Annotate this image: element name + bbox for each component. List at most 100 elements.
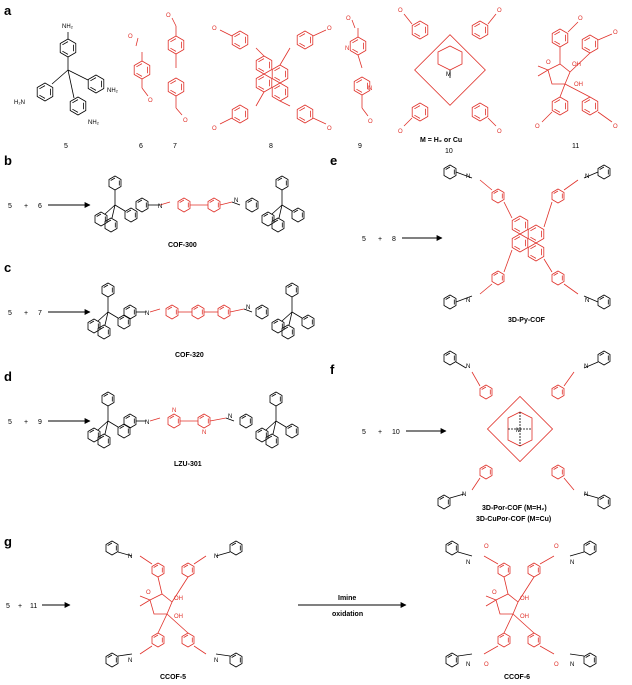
metal-note: M = H₂ or Cu xyxy=(420,137,462,144)
atom-n-c2: N xyxy=(246,305,250,311)
product-cof-320: COF-320 xyxy=(175,352,204,359)
product-ccof-6: CCOF-6 xyxy=(504,674,530,681)
reaction-f-plus: + xyxy=(378,429,382,436)
atom-m-f: M xyxy=(516,428,521,434)
atom-o-11c: O xyxy=(535,124,540,130)
atom-oh-g4: OH xyxy=(520,614,529,620)
reaction-d-plus: + xyxy=(24,419,28,426)
reaction-c-right: 7 xyxy=(38,310,42,317)
compound-10-label: 10 xyxy=(445,148,453,155)
step-oxidation: oxidation xyxy=(332,611,363,618)
atom-o-9a: O xyxy=(346,16,351,22)
atom-nh2-bottom: NH₂ xyxy=(88,120,100,126)
compound-7-structure xyxy=(167,17,185,116)
atom-o-8a: O xyxy=(212,26,217,32)
atom-o-7a: O xyxy=(166,13,171,19)
atom-o-6a: O xyxy=(128,34,133,40)
atom-n-f3: N xyxy=(462,492,466,498)
reaction-d-left: 5 xyxy=(8,419,12,426)
atom-o-10a: O xyxy=(398,8,403,14)
reaction-g-left: 5 xyxy=(6,603,10,610)
atom-oh-11b: OH xyxy=(574,82,583,88)
compound-9-label: 9 xyxy=(358,143,362,150)
atom-n-g8: N xyxy=(570,662,574,668)
cof-300-structure xyxy=(95,176,304,232)
panel-label-g: g xyxy=(4,534,12,549)
reaction-f-left: 5 xyxy=(362,429,366,436)
atom-n-f4: N xyxy=(584,492,588,498)
reaction-g-plus: + xyxy=(18,603,22,610)
reaction-b-left: 5 xyxy=(8,203,12,210)
atom-n-f1: N xyxy=(466,364,470,370)
reaction-d-right: 9 xyxy=(38,419,42,426)
panel-label-b: b xyxy=(4,153,12,168)
atom-m-10: M xyxy=(446,72,451,78)
atom-n-f2: N xyxy=(584,364,588,370)
atom-o-11b: O xyxy=(613,30,618,36)
compound-6-structure xyxy=(133,37,151,97)
atom-n-e2: N xyxy=(585,174,589,180)
panel-label-e: e xyxy=(330,153,337,168)
atom-o-g3: O xyxy=(554,544,559,550)
atom-o-g2: O xyxy=(484,544,489,550)
atom-o-8b: O xyxy=(327,26,332,32)
reaction-g-right: 11 xyxy=(30,603,37,610)
compound-7-label: 7 xyxy=(173,143,177,150)
reaction-e-right: 8 xyxy=(392,236,396,243)
atom-o-6b: O xyxy=(148,98,153,104)
atom-o-8c: O xyxy=(212,126,217,132)
atom-n-e1: N xyxy=(466,174,470,180)
cof-320-structure xyxy=(88,283,314,339)
atom-o-g1: O xyxy=(146,590,151,596)
compound-8-structure xyxy=(219,29,327,125)
atom-nh2-top: NH₂ xyxy=(62,24,74,30)
product-3d-por-cof: 3D-Por-COF (M=H₂) xyxy=(482,505,547,512)
atom-n-b1: N xyxy=(158,204,162,210)
compound-11-structure xyxy=(537,21,613,123)
atom-o-11a: O xyxy=(578,16,583,22)
atom-oh-g2: OH xyxy=(174,614,183,620)
atom-o-g5: O xyxy=(554,662,559,668)
reaction-f-right: 10 xyxy=(392,429,400,436)
atom-n-c1: N xyxy=(145,311,149,317)
atom-n-9a: N xyxy=(345,46,349,52)
product-3d-py-cof: 3D-Py-COF xyxy=(508,317,546,324)
atom-n-g7: N xyxy=(466,662,470,668)
step-imine: Imine xyxy=(338,595,356,602)
compound-9-structure xyxy=(349,19,371,117)
atom-n-d4: N xyxy=(228,414,232,420)
atom-o-10c: O xyxy=(398,129,403,135)
atom-oh-g3: OH xyxy=(520,596,529,602)
product-3d-cupor-cof: 3D-CuPor-COF (M=Cu) xyxy=(476,516,551,523)
product-lzu-301: LZU-301 xyxy=(174,461,202,468)
reaction-e-left: 5 xyxy=(362,236,366,243)
atom-o-7b: O xyxy=(183,118,188,124)
atom-o-g6: O xyxy=(492,590,497,596)
atom-o-11d: O xyxy=(613,124,618,130)
panel-label-f: f xyxy=(330,362,335,377)
3d-por-cof-structure xyxy=(437,350,611,510)
product-ccof-5: CCOF-5 xyxy=(160,674,186,681)
reaction-b-plus: + xyxy=(24,203,28,210)
atom-n-e3: N xyxy=(466,298,470,304)
atom-n-9b: N xyxy=(368,86,372,92)
compound-5-label: 5 xyxy=(64,143,68,150)
atom-o-8d: O xyxy=(327,126,332,132)
panel-label-a: a xyxy=(4,3,12,18)
atom-o-9b: O xyxy=(368,119,373,125)
atom-n-d2: N xyxy=(172,408,176,414)
atom-h2n-left: H₂N xyxy=(14,100,25,106)
atom-n-g5: N xyxy=(466,560,470,566)
atom-o-11-ring: O xyxy=(546,60,551,66)
reaction-e-plus: + xyxy=(378,236,382,243)
atom-oh-g1: OH xyxy=(174,596,183,602)
atom-oh-11a: OH xyxy=(572,62,581,68)
3d-py-cof-structure xyxy=(443,164,611,310)
compound-11-label: 11 xyxy=(572,143,579,150)
ccof-5-structure xyxy=(105,540,243,668)
atom-nh2-right: NH₂ xyxy=(107,88,119,94)
reaction-b-right: 6 xyxy=(38,203,42,210)
reaction-c-left: 5 xyxy=(8,310,12,317)
product-cof-300: COF-300 xyxy=(168,242,197,249)
